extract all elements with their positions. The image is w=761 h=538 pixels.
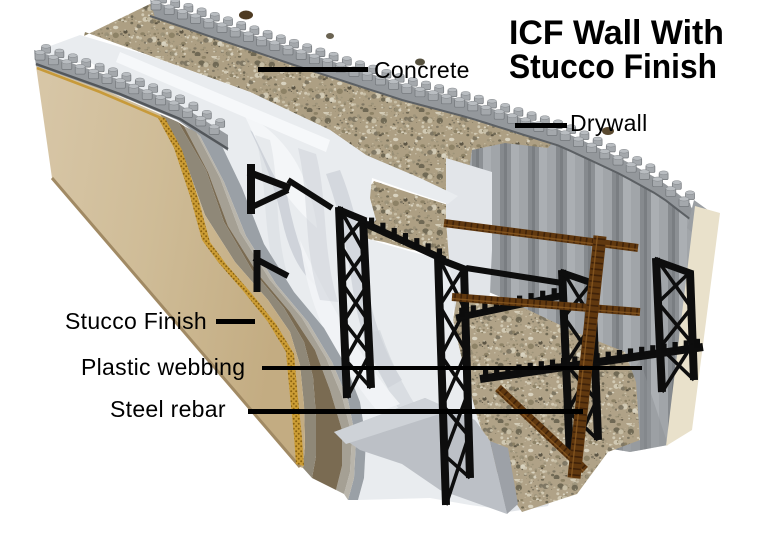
svg-text:Drywall: Drywall xyxy=(570,110,648,136)
svg-text:Stucco Finish: Stucco Finish xyxy=(65,308,207,334)
svg-text:Plastic webbing: Plastic webbing xyxy=(81,354,245,380)
svg-text:ICF Wall With: ICF Wall With xyxy=(509,14,724,52)
svg-text:Steel rebar: Steel rebar xyxy=(110,396,226,422)
svg-text:Stucco Finish: Stucco Finish xyxy=(509,48,717,86)
svg-text:Concrete: Concrete xyxy=(374,57,470,83)
